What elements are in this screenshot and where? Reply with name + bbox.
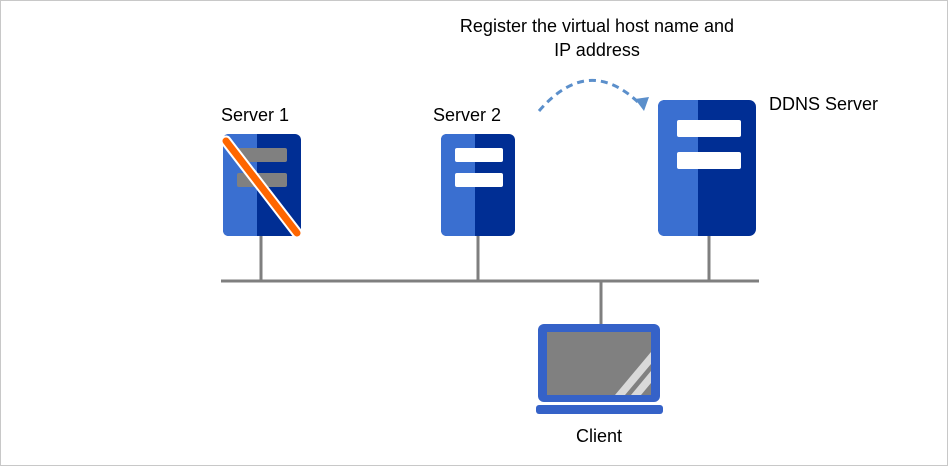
laptop-screen-glare-1 [615,352,651,395]
server1-label: Server 1 [221,105,290,125]
server2-drive-slot-1 [455,148,503,162]
server1-icon [220,134,303,239]
laptop-base [536,405,663,414]
ddns-drive-slot-1 [677,120,741,137]
ddns-server-icon [658,100,756,236]
register-arrow-head [635,97,649,111]
ddns-drive-slot-2 [677,152,741,169]
laptop-icon [536,324,663,414]
server2-icon [441,134,515,236]
server2-drive-slot-2 [455,173,503,187]
curved-arrow-icon [537,79,649,112]
register-note-label: Register the virtual host name and IP ad… [459,16,735,60]
ddns-server-label: DDNS Server [769,94,879,114]
server1-drive-slot-1 [237,148,287,162]
laptop-screen-glare-2 [631,371,651,395]
register-arrow-path [537,79,643,112]
client-label: Client [576,426,623,446]
laptop-screen [547,332,651,395]
failure-slash-core [222,137,301,237]
server2-label: Server 2 [433,105,502,125]
